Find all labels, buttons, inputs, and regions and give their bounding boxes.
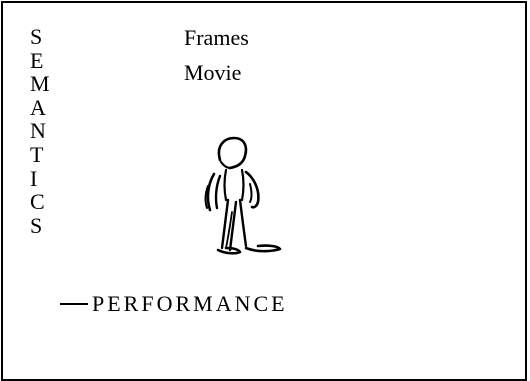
semantics-letter: M — [30, 72, 50, 96]
semantics-vertical-word: S E M A N T I C S — [30, 25, 50, 237]
semantics-letter: S — [30, 25, 50, 49]
performance-label: PERFORMANCE — [92, 291, 288, 316]
frames-label: Frames — [184, 26, 249, 50]
semantics-letter: C — [30, 190, 50, 214]
stick-figure-icon — [180, 128, 290, 268]
semantics-letter: I — [30, 167, 50, 191]
movie-label: Movie — [184, 61, 241, 85]
semantics-letter: A — [30, 96, 50, 120]
semantics-letter: N — [30, 119, 50, 143]
semantics-letter: E — [30, 49, 50, 73]
connector-dash — [60, 303, 88, 305]
semantics-letter: S — [30, 214, 50, 238]
performance-row: PERFORMANCE — [60, 292, 288, 316]
semantics-letter: T — [30, 143, 50, 167]
